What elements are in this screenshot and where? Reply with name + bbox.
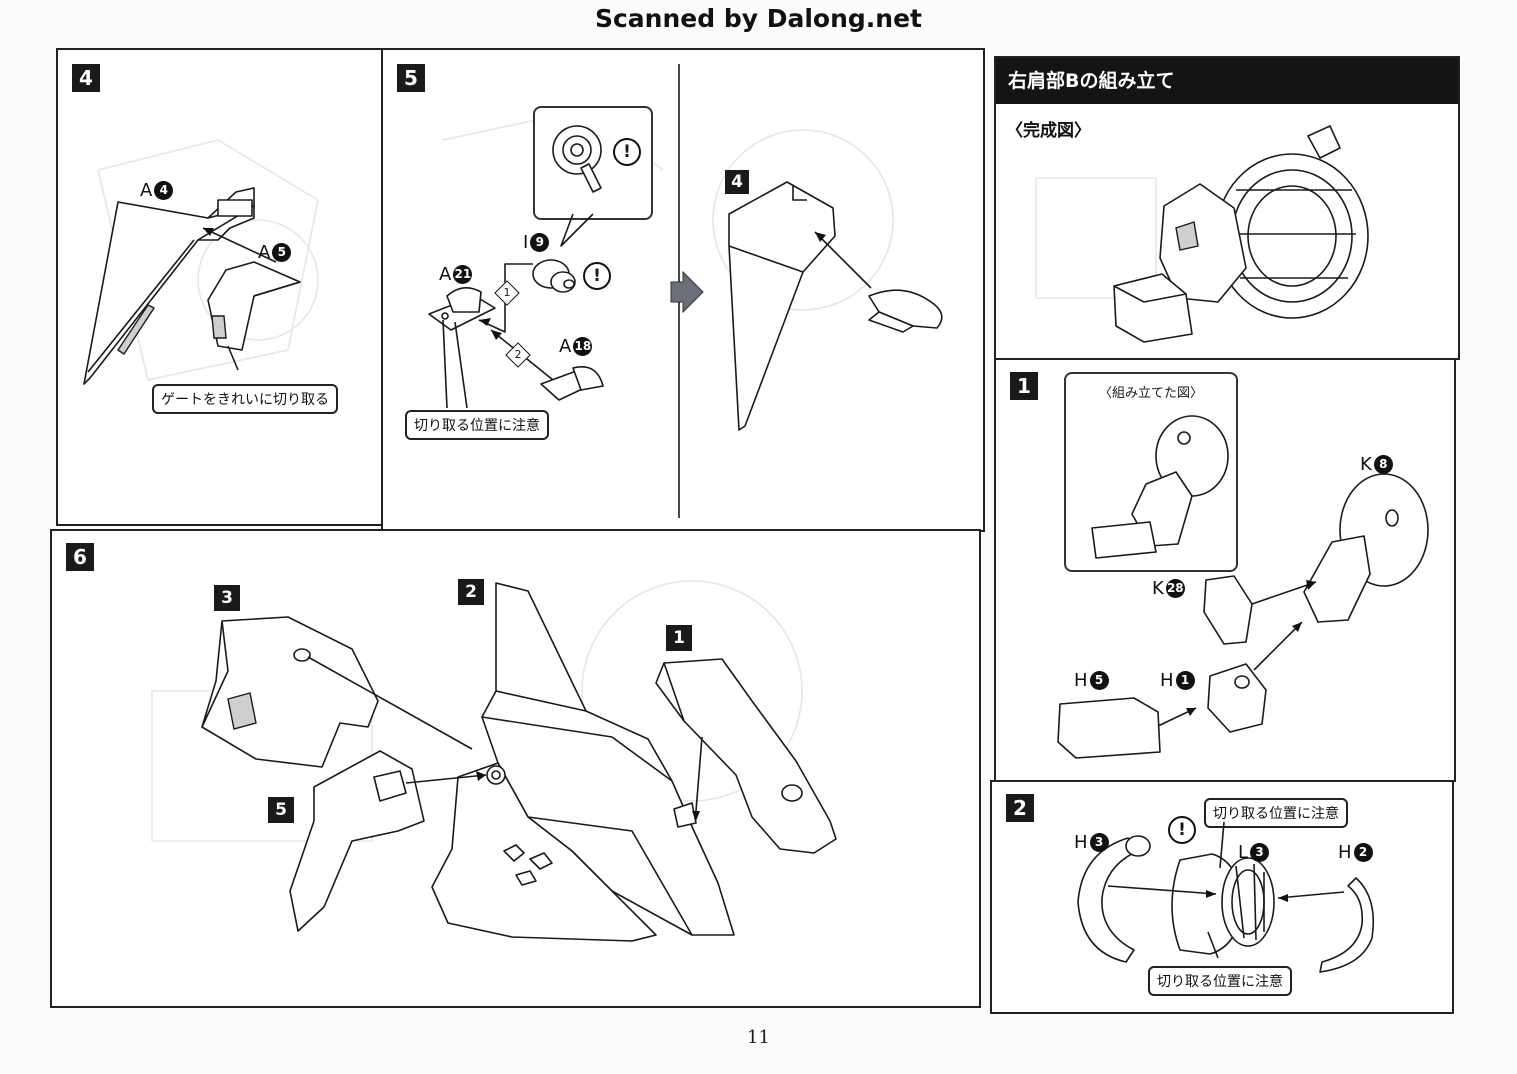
step-badge: 5	[397, 64, 425, 92]
clip-part-a18-illustration	[540, 366, 604, 401]
gate-note: ゲートをきれいに切り取る	[152, 384, 338, 414]
warning-icon: !	[613, 138, 641, 166]
pin-part-i9-illustration	[532, 259, 576, 293]
step-badge: 4	[72, 64, 100, 92]
complete-view-label: 〈完成図〉	[1006, 121, 1091, 141]
detail-inset: !	[533, 106, 653, 220]
step-badge: 1	[1010, 372, 1038, 400]
warning-icon: !	[583, 262, 611, 290]
assembly-arrow	[202, 227, 277, 263]
subassembly-badge-2: 2	[458, 579, 484, 605]
page-number: 11	[747, 1027, 770, 1048]
assembled-view-inset: 〈組み立てた図〉	[1064, 372, 1238, 572]
result-step-badge: 4	[725, 170, 749, 194]
step-badge: 6	[66, 543, 94, 571]
cut-position-note-bottom: 切り取る位置に注意	[1148, 966, 1292, 996]
cut-position-note: 切り取る位置に注意	[405, 410, 549, 440]
assembled-fin-illustration	[728, 181, 943, 431]
panel-right-complete: 右肩部Bの組み立て 〈完成図〉	[994, 56, 1460, 360]
cover-part-illustration	[207, 261, 301, 371]
assembled-joint-illustration	[1091, 415, 1229, 559]
joint-parts-illustration	[1057, 473, 1429, 759]
clip-part-a21-illustration	[428, 287, 496, 331]
socket-detail-illustration	[552, 125, 602, 193]
cut-position-note-top: 切り取る位置に注意	[1204, 798, 1348, 828]
callout-leaders	[442, 319, 468, 409]
cap-parts-illustration	[1077, 821, 1375, 973]
step-badge: 2	[1006, 794, 1034, 822]
scan-watermark: Scanned by Dalong.net	[594, 4, 922, 33]
warning-icon: !	[1168, 816, 1196, 844]
completed-shoulder-illustration	[1113, 125, 1369, 343]
subassembly-badge-5: 5	[268, 797, 294, 823]
step-divider	[670, 64, 704, 518]
assembled-view-label: 〈組み立てた図〉	[1098, 386, 1203, 401]
subassembly-badge-1: 1	[666, 625, 692, 651]
panel-step-6: 6 3 2 1 5	[50, 529, 981, 1008]
inset-pointer	[560, 213, 594, 247]
shoulder-armor-assembly-illustration	[201, 582, 837, 942]
section-title: 右肩部Bの組み立て	[996, 58, 1458, 104]
subassembly-badge-3: 3	[214, 585, 240, 611]
fin-part-illustration	[83, 187, 255, 385]
